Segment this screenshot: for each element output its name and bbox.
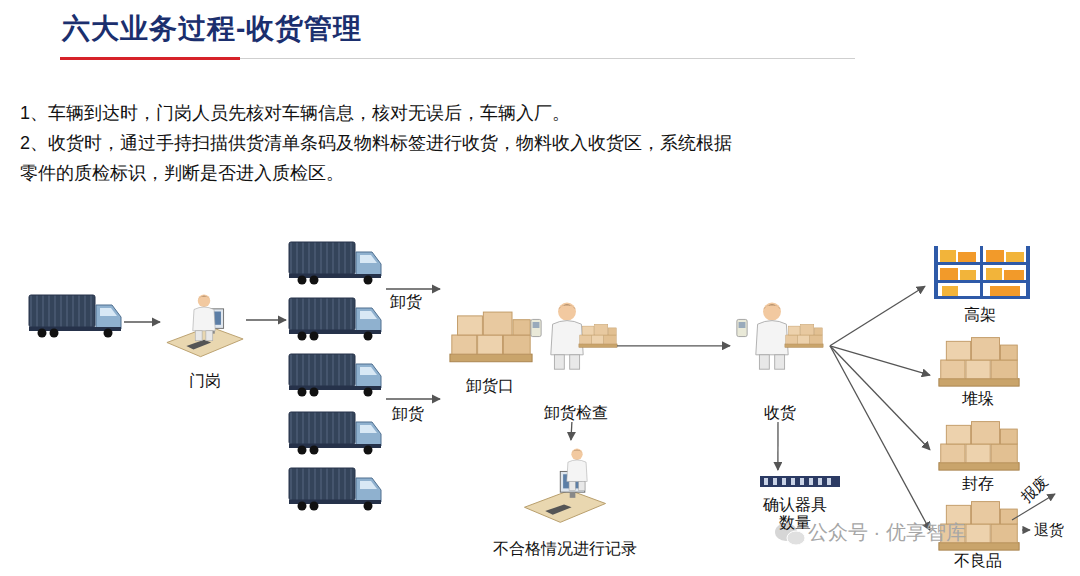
page-title: 六大业务过程-收货管理 <box>62 10 362 48</box>
icon-node: 收货 <box>730 295 830 422</box>
icon-node: 卸货口 <box>445 305 535 395</box>
flow-label: 退货 <box>1034 521 1064 539</box>
flow-arrow <box>830 286 925 346</box>
icon-node: 门岗 <box>160 290 250 390</box>
note-text: 1、车辆到达时，门岗人员先核对车辆信息，核对无误后，车辆入厂。 <box>20 98 570 128</box>
node-caption: 卸货口 <box>445 377 535 395</box>
node-caption: 封存 <box>930 475 1025 493</box>
note-text: 2、收货时，通过手持扫描供货清单条码及物料标签进行收货，物料收入收货区，系统根据… <box>20 128 732 188</box>
node-caption: 不合格情况进行记录 <box>480 540 650 558</box>
flow-arrow <box>570 422 572 440</box>
icon-node: 卸货检查 <box>535 295 617 422</box>
flow-arrow <box>777 422 778 470</box>
icon-node: 封存 <box>930 413 1025 493</box>
flow-arrow <box>830 346 930 530</box>
node-caption: 收货 <box>730 404 830 422</box>
node-caption: 卸货检查 <box>535 404 617 422</box>
node-caption: 高架 <box>925 306 1035 324</box>
watermark: 公众号 · 优享智库 <box>808 520 966 544</box>
flow-label: 报废 <box>1018 473 1052 506</box>
flow-label: 卸货 <box>392 404 424 424</box>
flow-arrow <box>617 345 730 346</box>
icon-node: 不合格情况进行记录 <box>480 440 650 558</box>
flow-label: 卸货 <box>390 292 422 312</box>
icon-node: 堆垛 <box>930 328 1025 408</box>
icon-node: 高架 <box>925 240 1035 324</box>
node-caption: 门岗 <box>160 372 250 390</box>
node-caption: 堆垛 <box>930 390 1025 408</box>
flow-arrow <box>830 346 930 450</box>
node-caption: 不良品 <box>930 552 1025 570</box>
